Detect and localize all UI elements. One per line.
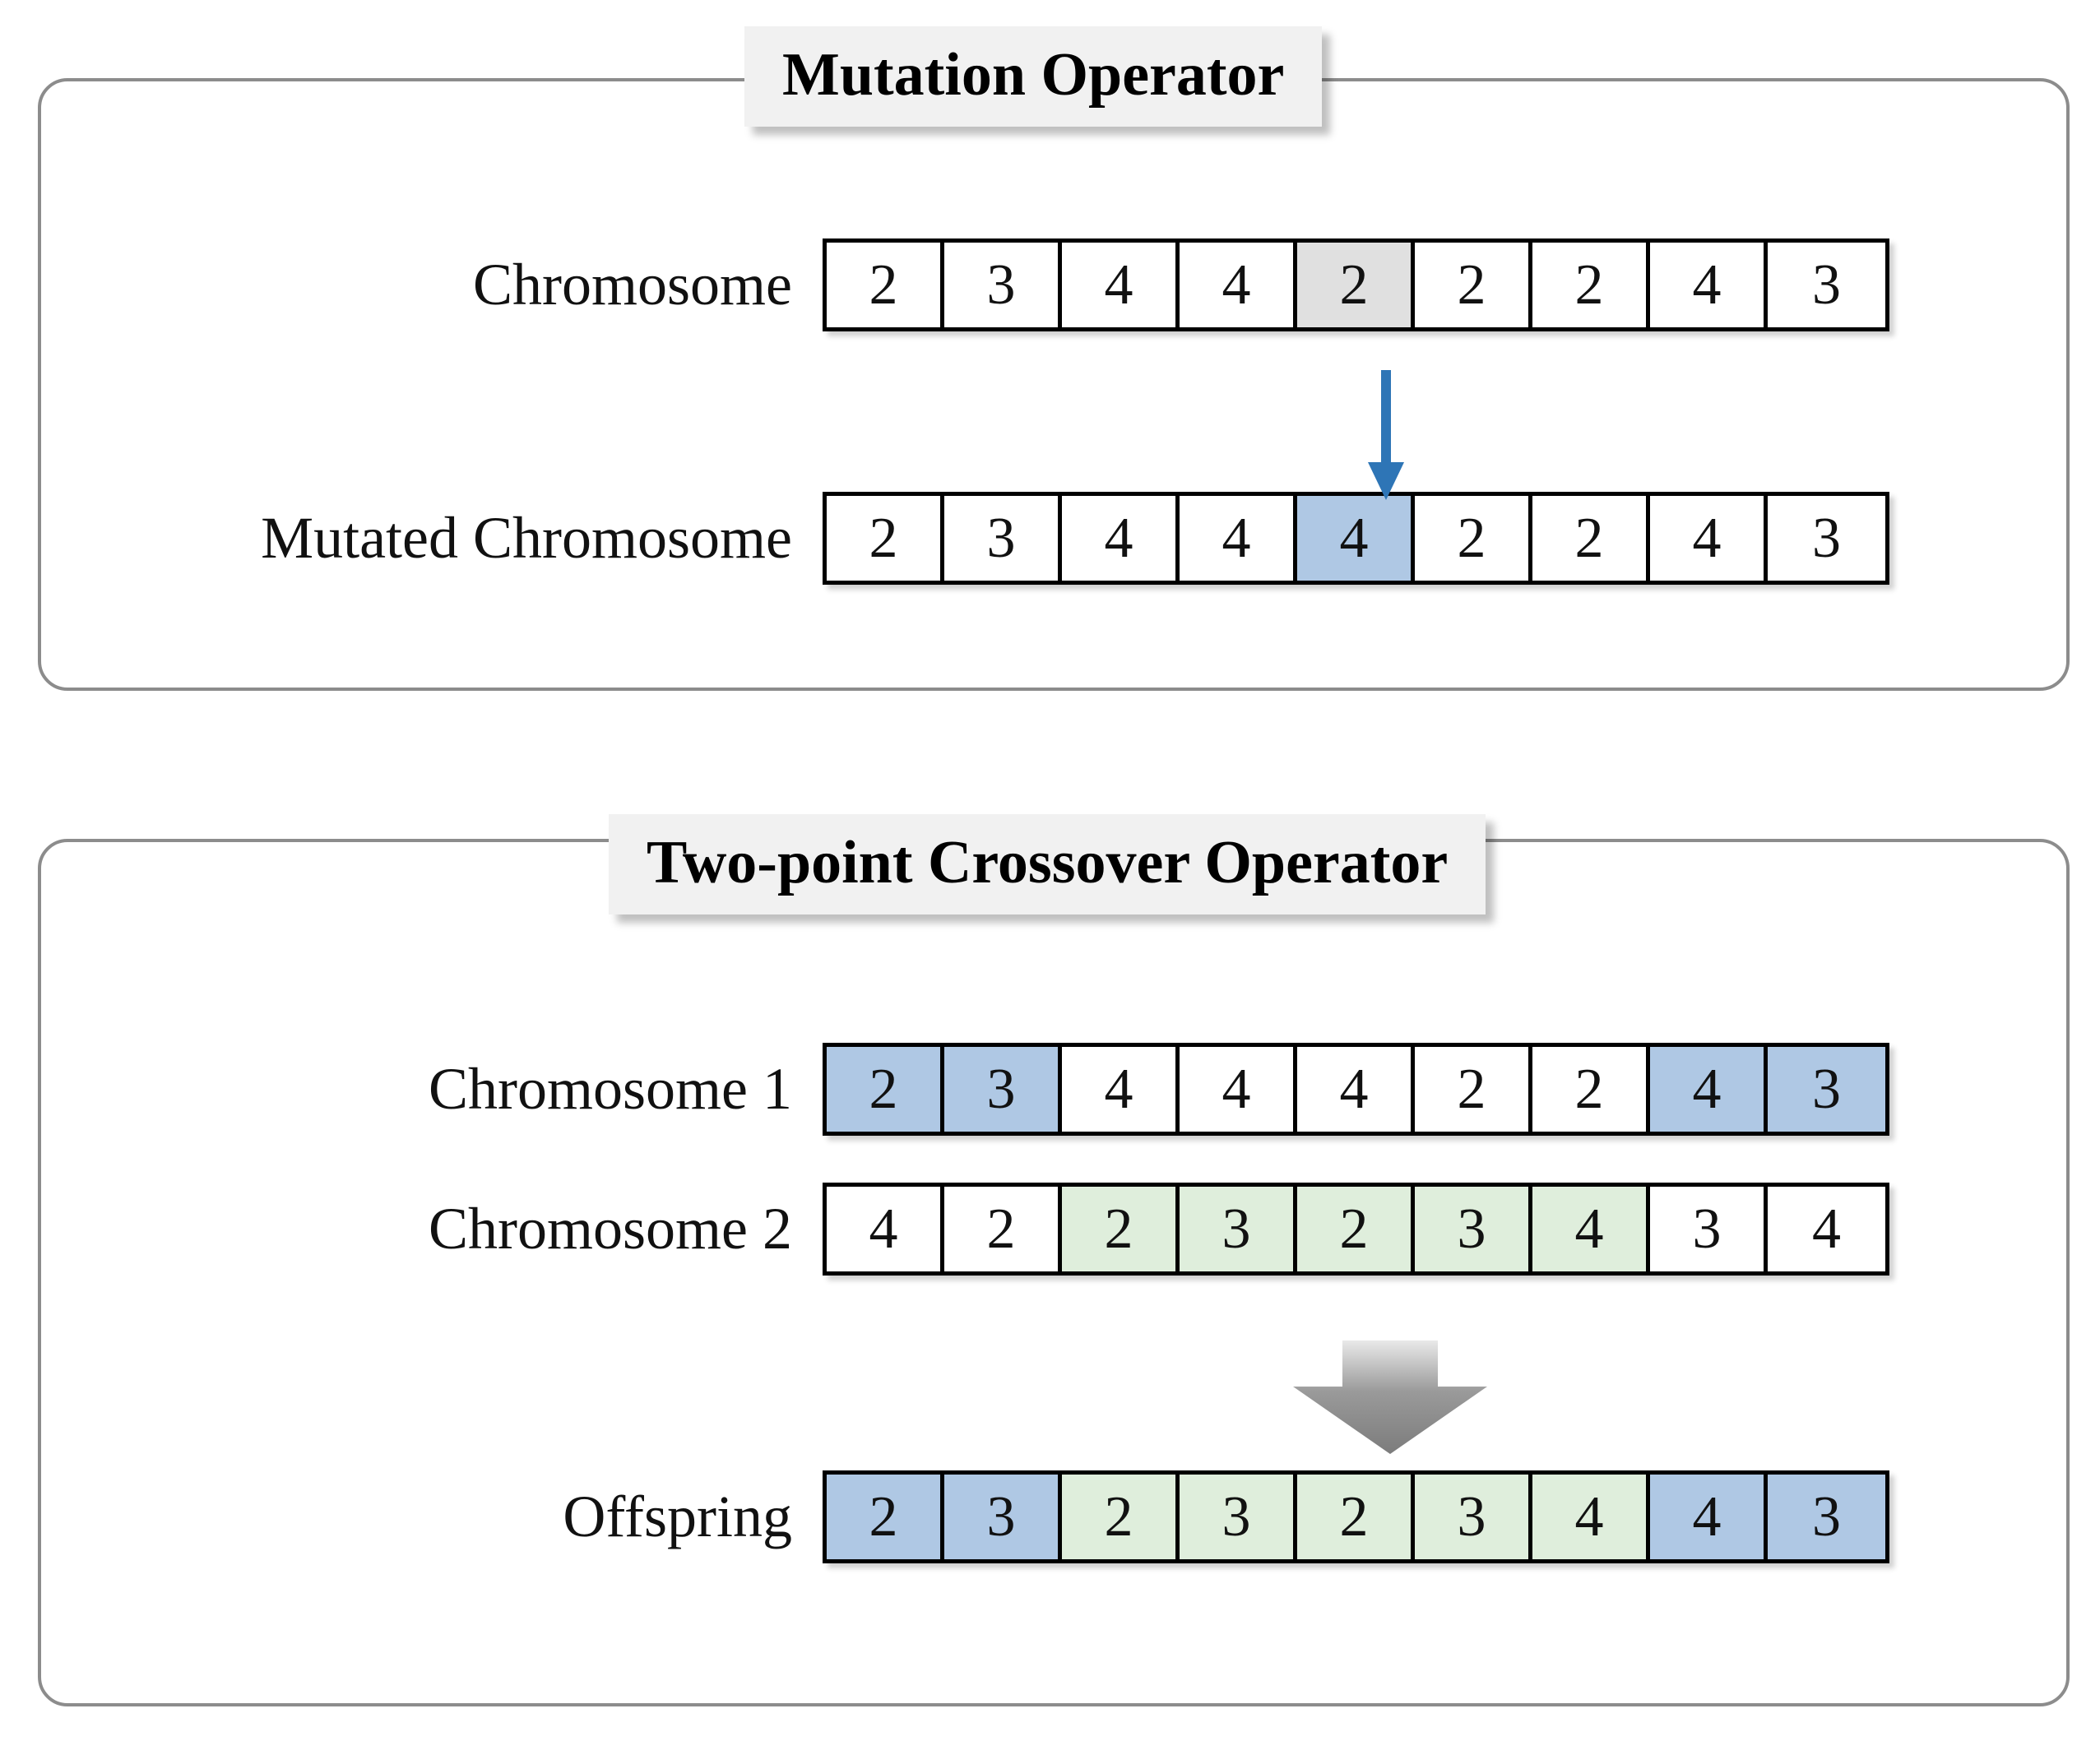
gene-cell: 4 [1180,496,1297,581]
gene-cell: 2 [1062,1187,1180,1271]
gene-cell: 3 [1768,1475,1885,1559]
gene-cell: 3 [944,1475,1062,1559]
gene-cell: 2 [1532,496,1650,581]
gene-cell: 2 [1062,1475,1180,1559]
row-label-mutated-chromosome: Mutated Chromosome [261,505,792,571]
gene-cell: 2 [1415,243,1532,327]
gene-cell: 2 [1297,243,1415,327]
row-label-offspring: Offspring [563,1484,792,1549]
gene-cell: 4 [1062,496,1180,581]
gene-cell: 2 [1415,496,1532,581]
row-label-chromosome-2: Chromosome 2 [429,1196,792,1262]
gene-cell: 4 [1532,1187,1650,1271]
gene-cell: 4 [1650,243,1768,327]
gene-cell: 2 [827,496,944,581]
gene-cell: 3 [1768,243,1885,327]
gene-cell: 3 [1768,496,1885,581]
gene-cell: 3 [1415,1187,1532,1271]
gene-cell: 4 [1650,1047,1768,1132]
gene-cell: 4 [1180,243,1297,327]
gene-cell: 4 [827,1187,944,1271]
gene-cell: 3 [944,496,1062,581]
gene-cell: 3 [944,1047,1062,1132]
gene-cell: 2 [827,1475,944,1559]
gene-cell: 2 [1415,1047,1532,1132]
gene-cell: 2 [1297,1475,1415,1559]
gene-cell: 2 [1297,1187,1415,1271]
mutation-operator-title: Mutation Operator [744,26,1323,127]
gene-cell: 4 [1297,496,1415,581]
gene-cell: 4 [1062,1047,1180,1132]
gene-cell: 3 [1180,1475,1297,1559]
gene-cell: 4 [1650,1475,1768,1559]
gene-cell: 2 [827,1047,944,1132]
gene-cell: 2 [1532,1047,1650,1132]
gene-cell: 4 [1768,1187,1885,1271]
gene-cell: 2 [827,243,944,327]
gene-cell: 4 [1532,1475,1650,1559]
gene-cell: 2 [944,1187,1062,1271]
gene-cell: 3 [1180,1187,1297,1271]
gene-cell: 4 [1650,496,1768,581]
gene-cell: 4 [1180,1047,1297,1132]
gene-cell: 3 [1768,1047,1885,1132]
row-label-chromosome-1: Chromosome 1 [429,1056,792,1122]
row-label-chromosome: Chromosome [473,252,792,317]
gene-cell: 4 [1297,1047,1415,1132]
gene-cell: 2 [1532,243,1650,327]
gene-cell: 3 [1650,1187,1768,1271]
gene-cell: 3 [944,243,1062,327]
crossover-operator-title: Two-point Crossover Operator [609,814,1486,914]
gene-cell: 4 [1062,243,1180,327]
crossover-down-arrow-icon [1293,1340,1487,1454]
gene-cell: 3 [1415,1475,1532,1559]
mutation-operator-panel [38,78,2070,691]
mutation-down-arrow-icon [1368,370,1404,500]
